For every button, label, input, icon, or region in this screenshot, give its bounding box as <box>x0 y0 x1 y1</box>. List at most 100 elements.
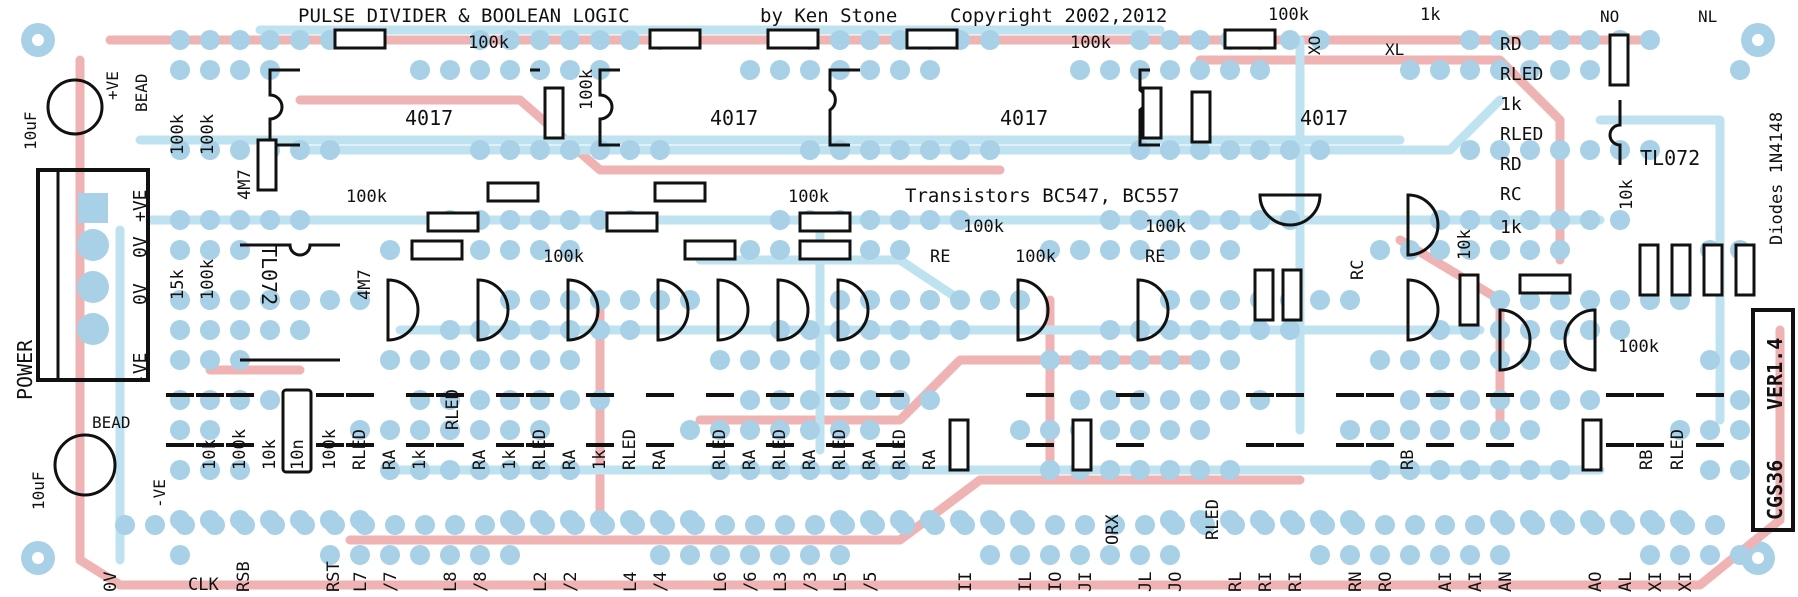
bottom-label: II <box>956 572 976 592</box>
pad <box>1250 60 1270 80</box>
pad <box>620 320 640 340</box>
pad <box>1100 420 1120 440</box>
row-label: 10k <box>200 439 220 470</box>
cap-label: 10uF <box>21 111 40 150</box>
resistor-value: 100k <box>1268 5 1309 25</box>
row-label: RA <box>800 450 820 470</box>
pad <box>1220 350 1240 370</box>
misc-label: ORX <box>1103 514 1123 545</box>
ve-label: +VE <box>103 71 122 100</box>
bottom-label: RL <box>1226 572 1246 592</box>
resistor-value: 15k <box>168 269 188 300</box>
row-label: RA <box>860 450 880 470</box>
pad <box>775 515 795 535</box>
pad <box>170 30 190 50</box>
pad <box>1160 420 1180 440</box>
pad <box>470 240 490 260</box>
pad <box>1550 460 1570 480</box>
pad <box>1400 350 1420 370</box>
pad <box>1700 460 1720 480</box>
pad <box>1040 420 1060 440</box>
pad <box>200 350 220 370</box>
pad <box>1220 210 1240 230</box>
pad <box>1070 350 1090 370</box>
pad <box>1310 290 1330 310</box>
bottom-label: AI <box>1466 572 1486 592</box>
pad <box>1640 545 1660 565</box>
pad <box>1610 320 1630 340</box>
ic-label: TL072 <box>257 245 281 305</box>
pad <box>445 515 465 535</box>
pad <box>230 140 250 160</box>
pad <box>170 240 190 260</box>
pad <box>170 460 190 480</box>
bottom-label: JI <box>1076 572 1096 592</box>
pad <box>1160 210 1180 230</box>
pad <box>1550 30 1570 50</box>
pad <box>950 290 970 310</box>
pad <box>925 515 945 535</box>
bottom-label: L8 <box>441 572 461 592</box>
row-label: 100k <box>230 429 250 470</box>
board-id: CGS36 <box>1763 460 1787 520</box>
pad <box>1040 460 1060 480</box>
pad <box>1520 460 1540 480</box>
power-pin-label: +VE <box>130 189 151 222</box>
pad <box>680 545 700 565</box>
power-connector <box>36 168 150 382</box>
misc-label: RB <box>1637 450 1657 470</box>
pad <box>1730 420 1750 440</box>
pad <box>440 60 460 80</box>
resistor-value: 100k <box>963 217 1004 237</box>
pad <box>1430 60 1450 80</box>
bottom-label: L6 <box>711 572 731 592</box>
misc-label: RLED <box>1203 499 1223 540</box>
pad <box>1220 240 1240 260</box>
right-label: RC <box>1500 184 1522 205</box>
pad <box>860 390 880 410</box>
pad <box>1010 420 1030 440</box>
pad <box>920 140 940 160</box>
pad <box>530 210 550 230</box>
pad <box>890 240 910 260</box>
pad <box>590 30 610 50</box>
pad <box>1670 545 1690 565</box>
pad <box>530 30 550 50</box>
jumper-label: XO <box>1305 36 1324 55</box>
pad <box>770 60 790 80</box>
pad <box>1160 320 1180 340</box>
pad <box>475 515 495 535</box>
pad <box>1460 545 1480 565</box>
resistor-value: 100k <box>468 33 509 53</box>
pad <box>1190 240 1210 260</box>
pad <box>1280 30 1300 50</box>
pad <box>1700 420 1720 440</box>
pad <box>1100 545 1120 565</box>
pad <box>650 545 670 565</box>
pad <box>620 30 640 50</box>
pad <box>500 545 520 565</box>
pad <box>980 30 1000 50</box>
bottom-label: RI <box>1286 572 1306 592</box>
pad <box>1430 420 1450 440</box>
mounting-holes <box>21 23 1775 575</box>
board-version: VER1.4 <box>1763 338 1787 410</box>
right-label: 1k <box>1500 217 1522 238</box>
pad <box>920 60 940 80</box>
pad <box>590 320 610 340</box>
bottom-label: AO <box>1586 572 1606 592</box>
bottom-label: /6 <box>741 572 761 592</box>
pad <box>410 420 430 440</box>
pad <box>1190 320 1210 340</box>
pad <box>1165 515 1185 535</box>
pad <box>470 30 490 50</box>
row-label: RA <box>740 450 760 470</box>
ve-label: -VE <box>150 479 169 508</box>
pad <box>1430 545 1450 565</box>
pad <box>560 320 580 340</box>
pad <box>265 515 285 535</box>
pad <box>1130 320 1150 340</box>
pad <box>740 545 760 565</box>
bottom-label: L7 <box>351 572 371 592</box>
pad <box>1190 140 1210 160</box>
